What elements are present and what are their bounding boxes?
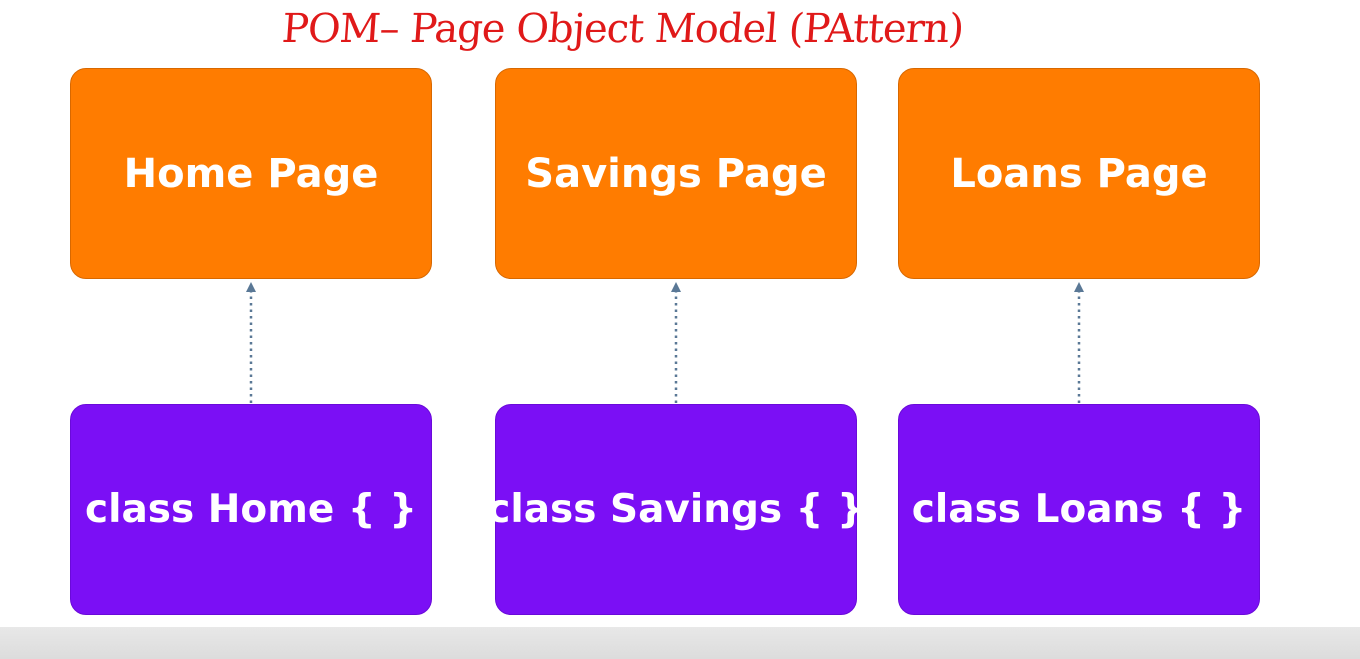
savings-page-box: Savings Page bbox=[495, 68, 857, 279]
home-class-box: class Home { } bbox=[70, 404, 432, 615]
diagram-title: POM– Page Object Model (PAttern) bbox=[280, 6, 965, 52]
savings-class-label: class Savings { } bbox=[487, 487, 865, 532]
home-page-label: Home Page bbox=[123, 150, 379, 197]
loans-class-box: class Loans { } bbox=[898, 404, 1260, 615]
loans-page-label: Loans Page bbox=[950, 150, 1208, 197]
loans-arrow-head-icon bbox=[1074, 282, 1084, 292]
savings-page-label: Savings Page bbox=[525, 150, 827, 197]
loans-class-label: class Loans { } bbox=[911, 487, 1247, 532]
home-class-label: class Home { } bbox=[84, 487, 417, 532]
home-arrow-head-icon bbox=[246, 282, 256, 292]
home-page-box: Home Page bbox=[70, 68, 432, 279]
savings-connector bbox=[671, 282, 681, 403]
bottom-strip bbox=[0, 627, 1360, 659]
loans-connector bbox=[1074, 282, 1084, 403]
savings-arrow-head-icon bbox=[671, 282, 681, 292]
home-connector bbox=[246, 282, 256, 403]
loans-page-box: Loans Page bbox=[898, 68, 1260, 279]
savings-class-box: class Savings { } bbox=[487, 404, 865, 615]
